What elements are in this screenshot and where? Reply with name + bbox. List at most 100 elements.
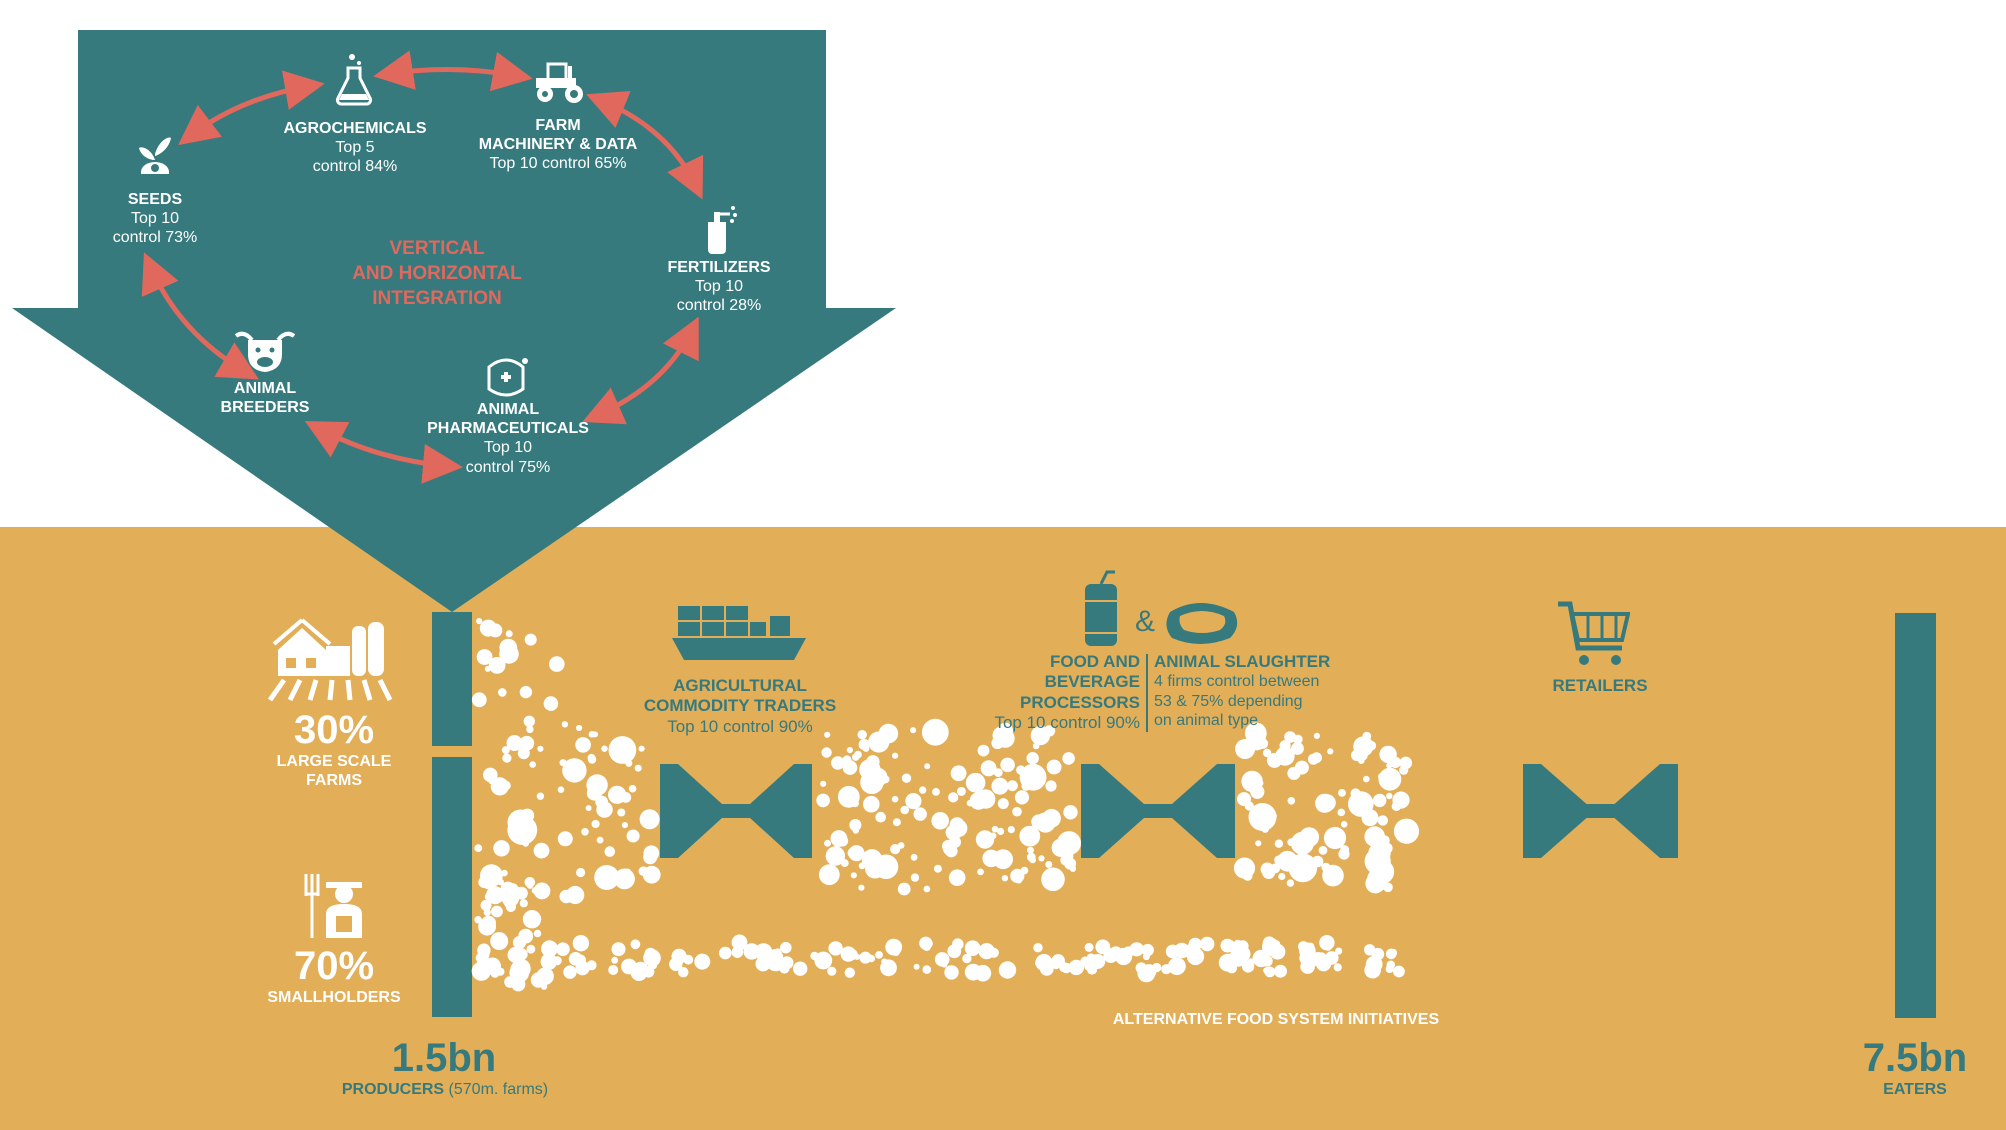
bubble: [1269, 943, 1286, 960]
bubble: [1364, 848, 1391, 875]
sprout-icon: [139, 137, 171, 174]
bubble: [519, 685, 533, 699]
bubble: [594, 865, 620, 890]
bubble: [863, 795, 880, 813]
bubble: [1284, 731, 1296, 743]
bubble: [1060, 837, 1073, 850]
bubble: [1377, 815, 1389, 826]
bubble: [529, 761, 536, 768]
bubble: [1068, 959, 1085, 976]
bubble: [1287, 838, 1296, 847]
bubble: [533, 929, 542, 938]
bubble: [719, 946, 732, 960]
bubble: [1391, 801, 1402, 811]
bubble: [1327, 748, 1334, 755]
bubble: [585, 805, 592, 812]
bubble: [988, 947, 999, 958]
bubble: [913, 807, 927, 821]
bubble: [846, 747, 854, 754]
bubble: [522, 839, 530, 847]
bubble: [867, 954, 876, 963]
bubble: [1035, 812, 1056, 833]
bubble: [1161, 964, 1172, 975]
bubble: [891, 795, 899, 803]
sprayer-icon: [708, 206, 737, 254]
bubble: [1030, 725, 1051, 746]
bubble: [1317, 952, 1327, 962]
bubble: [850, 872, 857, 879]
bubble: [1000, 757, 1015, 773]
bubble: [933, 864, 942, 873]
bubble: [814, 951, 833, 970]
cycle-arrow-1: [373, 50, 533, 92]
large-farms-pct: 30%: [293, 708, 375, 752]
bubble: [910, 853, 918, 861]
bubble: [1305, 843, 1312, 850]
animal-pharma-title-1: ANIMAL: [476, 401, 540, 418]
bubble: [919, 786, 927, 794]
bubble: [507, 815, 538, 845]
bubble: [1378, 767, 1402, 791]
bubble: [502, 753, 512, 763]
bubble: [923, 885, 931, 893]
barn-icon: [268, 618, 393, 702]
bubble: [892, 948, 900, 956]
bubble: [1027, 846, 1034, 854]
bubble: [524, 877, 536, 888]
bubble: [563, 965, 577, 979]
seeds-line-2: control 73%: [112, 229, 198, 247]
eaters-total: 7.5bn: [1862, 1036, 1968, 1080]
bubble: [537, 745, 544, 752]
bubble: [948, 792, 959, 803]
bubble: [533, 882, 551, 900]
bubble: [617, 808, 626, 817]
bubble: [576, 724, 583, 732]
bubble: [1062, 752, 1075, 765]
bubble: [491, 905, 503, 918]
farmer-icon: [304, 874, 362, 938]
bubble: [562, 758, 587, 783]
bubble: [1142, 953, 1150, 961]
bubble: [1333, 963, 1342, 972]
bubble: [541, 940, 558, 958]
animal-pharma-line-1: Top 10: [483, 439, 533, 457]
smallholders-pct: 70%: [293, 944, 375, 988]
bubble: [1373, 793, 1387, 808]
bubble: [509, 963, 529, 983]
bubble: [611, 956, 619, 964]
bubble: [840, 859, 849, 868]
bubble: [1399, 765, 1409, 775]
bubble: [1015, 877, 1023, 884]
bubble: [512, 936, 527, 950]
bubble: [621, 822, 629, 829]
bubble: [1272, 940, 1281, 948]
bubble: [881, 958, 888, 965]
bubble: [540, 953, 558, 970]
bubble: [581, 828, 589, 836]
bubble: [818, 864, 840, 886]
bubble: [831, 756, 845, 770]
agrochemicals-node: AGROCHEMICALS Top 5 control 84%: [270, 119, 440, 177]
bubble: [639, 809, 660, 830]
bubble: [498, 688, 507, 697]
bubble: [875, 951, 883, 959]
bubble: [644, 947, 657, 960]
bubble: [596, 836, 604, 844]
bubble: [924, 763, 931, 770]
bubble: [997, 722, 1013, 739]
producers-label-sub: (570m. farms): [448, 1081, 549, 1098]
bubble: [505, 630, 513, 638]
fertilizers-line-1: Top 10: [694, 278, 744, 296]
processors-label: FOOD AND BEVERAGE PROCESSORS Top 10 cont…: [968, 652, 1140, 734]
bubble: [559, 759, 567, 767]
bubble: [1279, 740, 1291, 752]
eaters-label: EATERS: [1883, 1081, 1947, 1098]
bubble: [1311, 855, 1324, 868]
traders-stat: Top 10 control 90%: [667, 716, 813, 736]
bubble: [557, 786, 565, 793]
bubble: [1321, 862, 1331, 872]
bubble: [623, 868, 632, 876]
bubble: [1189, 940, 1197, 949]
cart-icon: [1558, 601, 1630, 665]
cow-icon: [234, 331, 296, 372]
